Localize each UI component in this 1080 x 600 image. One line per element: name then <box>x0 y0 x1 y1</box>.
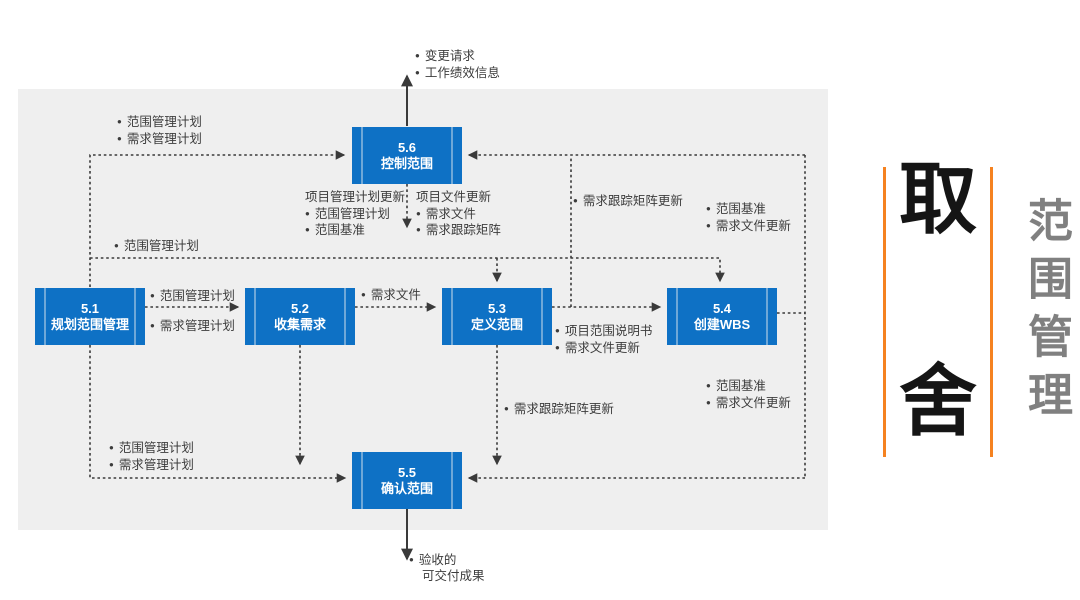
label-baseline-to-control: 范围基准 需求文件更新 <box>706 201 791 234</box>
vertical-section-title: 范围管理 <box>1020 197 1073 429</box>
accent-line-right <box>990 167 993 457</box>
edge-51-up-into-56 <box>89 150 346 287</box>
headline-word-top: 取 <box>898 155 977 245</box>
process-code: 5.1 <box>80 300 100 316</box>
label-control-updates-right: 项目文件更新 需求文件 需求跟踪矩阵 <box>416 190 501 239</box>
process-code: 5.3 <box>487 300 507 316</box>
process-5-1-plan-scope-management: 5.1 规划范围管理 <box>35 288 145 345</box>
process-name: 定义范围 <box>470 316 523 332</box>
process-code: 5.4 <box>712 300 732 316</box>
label-bottom-left-to-validate: 范围管理计划 需求管理计划 <box>109 440 194 473</box>
label-traceability-to-control: 需求跟踪矩阵更新 <box>573 193 683 210</box>
label-51-52-above: 范围管理计划 <box>150 288 235 305</box>
edge-51-down-into-55 <box>89 345 347 483</box>
label-52-53: 需求文件 <box>361 287 421 304</box>
process-name: 规划范围管理 <box>50 316 129 332</box>
label-control-top-outputs: 变更请求 工作绩效信息 <box>415 48 500 81</box>
label-traceability-to-validate: 需求跟踪矩阵更新 <box>504 401 614 418</box>
label-51-52-below: 需求管理计划 <box>150 318 235 335</box>
label-plan-to-control: 范围管理计划 需求管理计划 <box>117 114 202 147</box>
label-53-54: 项目范围说明书 需求文件更新 <box>555 323 653 356</box>
label-validate-outputs: 验收的 可交付成果 <box>409 552 485 584</box>
process-5-5-validate-scope: 5.5 确认范围 <box>352 452 462 509</box>
process-code: 5.6 <box>397 139 417 155</box>
label-control-updates-left: 项目管理计划更新 范围管理计划 范围基准 <box>305 190 405 239</box>
process-name: 确认范围 <box>380 480 433 496</box>
process-code: 5.2 <box>290 300 310 316</box>
process-name: 控制范围 <box>380 155 433 171</box>
process-5-4-create-wbs: 5.4 创建WBS <box>667 288 777 345</box>
process-5-2-collect-requirements: 5.2 收集需求 <box>245 288 355 345</box>
process-name: 收集需求 <box>273 316 326 332</box>
process-5-3-define-scope: 5.3 定义范围 <box>442 288 552 345</box>
label-baseline-to-validate: 范围基准 需求文件更新 <box>706 378 791 411</box>
label-scope-plan-trunk: 范围管理计划 <box>114 238 199 255</box>
accent-line-left <box>883 167 886 457</box>
process-code: 5.5 <box>397 464 417 480</box>
headline-word-bottom: 舍 <box>898 357 977 447</box>
edge-51-trunk-into-54-top <box>90 257 725 283</box>
process-5-6-control-scope: 5.6 控制范围 <box>352 127 462 184</box>
process-name: 创建WBS <box>693 316 751 332</box>
